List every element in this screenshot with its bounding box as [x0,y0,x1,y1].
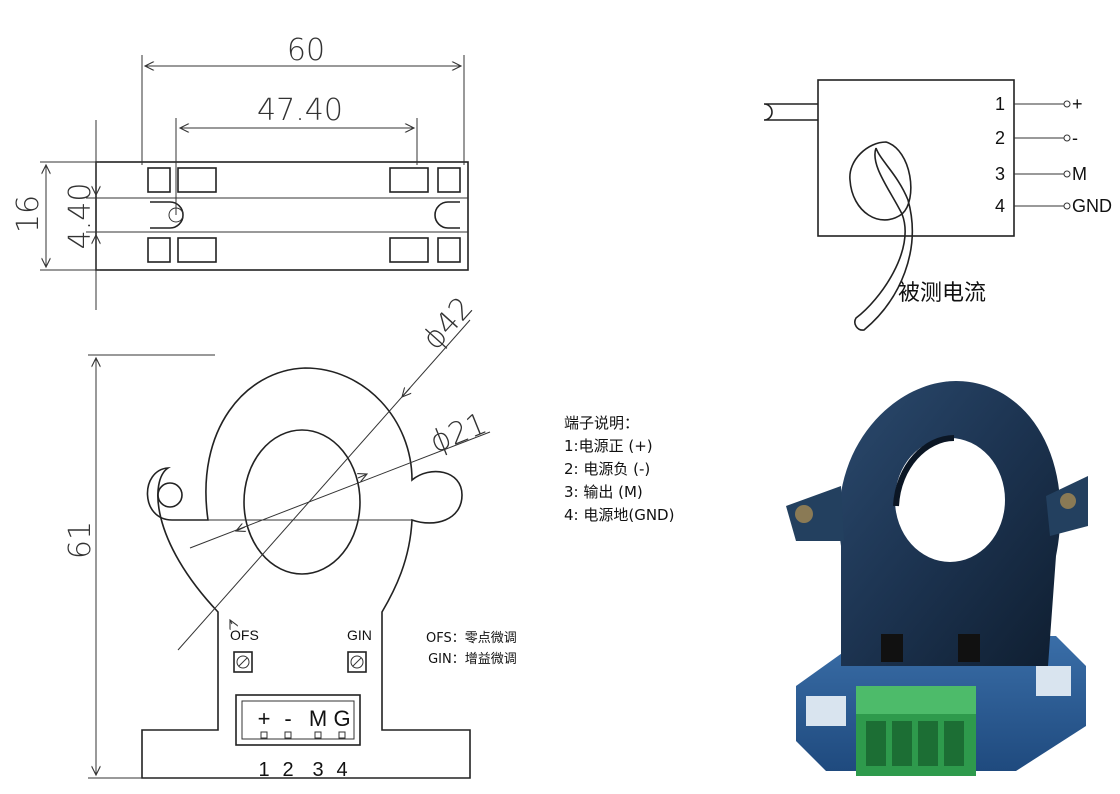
terminal-pins [260,731,346,739]
terminal-header-label: + [258,706,271,731]
wiring-terminal-dot [1063,170,1071,178]
terminal-pin [284,731,292,739]
measured-current-label: 被测电流 [898,280,986,305]
terminal-legend-item: 3: 输出 (M) [564,483,643,501]
terminal-header-label: M [309,706,327,731]
terminal-pin [338,731,346,739]
terminal-pin [314,731,322,739]
dim-width-holes: 47.40 [257,93,343,128]
terminal-legend-item: 4: 电源地(GND) [564,506,675,524]
terminal-legend: 端子说明： 1:电源正 (+) 2: 电源负 (-) 3: 输出 (M) 4: … [564,412,674,527]
wiring-signal-label: GND [1072,196,1112,216]
ofs-label: OFS [230,627,259,643]
wiring-signal-label: - [1072,128,1078,148]
gin-label: GIN [347,627,372,643]
dim-diameter-outer: ϕ42 [416,290,481,356]
terminal-pin-number: 2 [282,759,293,781]
terminal-pin [260,731,268,739]
terminal-pin-number: 3 [312,759,323,781]
wiring-terminal-dot [1063,134,1071,142]
dim-width-total: 60 [287,33,325,68]
wiring-pin-rows: 1 +2 - 3 M 4 GND [995,94,1112,216]
dim-diameter-inner: ϕ21 [425,406,492,460]
gin-note: GIN：增益微调 [428,652,517,667]
wiring-terminal-dot [1063,202,1071,210]
ofs-note: OFS：零点微调 [426,631,517,646]
dim-height-slot: 4.40 [63,183,98,250]
wiring-pin-number: 3 [995,164,1005,184]
wiring-pin-number: 2 [995,128,1005,148]
dim-height-front: 61 [63,521,98,559]
top-view: 60 47.40 16 4.40 [11,33,469,310]
terminal-header-label: G [333,706,350,731]
sensor-product-photo [786,366,1091,794]
wiring-signal-label: M [1072,164,1087,184]
terminal-legend-item: 1:电源正 (+) [564,437,653,455]
terminal-pin-number: 4 [336,759,347,781]
wiring-signal-label: + [1072,94,1083,114]
adjust-notes: OFS：零点微调 GIN：增益微调 [426,628,517,670]
terminal-header-label: - [284,706,291,731]
wiring-terminal-dot [1063,100,1071,108]
wiring-diagram: 1 +2 - 3 M 4 GND 被测电流 [763,79,1112,331]
terminal-legend-item: 2: 电源负 (-) [564,460,651,478]
terminal-pin-number: 1 [258,759,269,781]
terminal-connector [235,694,361,746]
dim-height-side: 16 [11,195,46,233]
terminal-legend-title: 端子说明： [564,414,640,432]
wiring-pin-number: 4 [995,196,1005,216]
wiring-pin-number: 1 [995,94,1005,114]
